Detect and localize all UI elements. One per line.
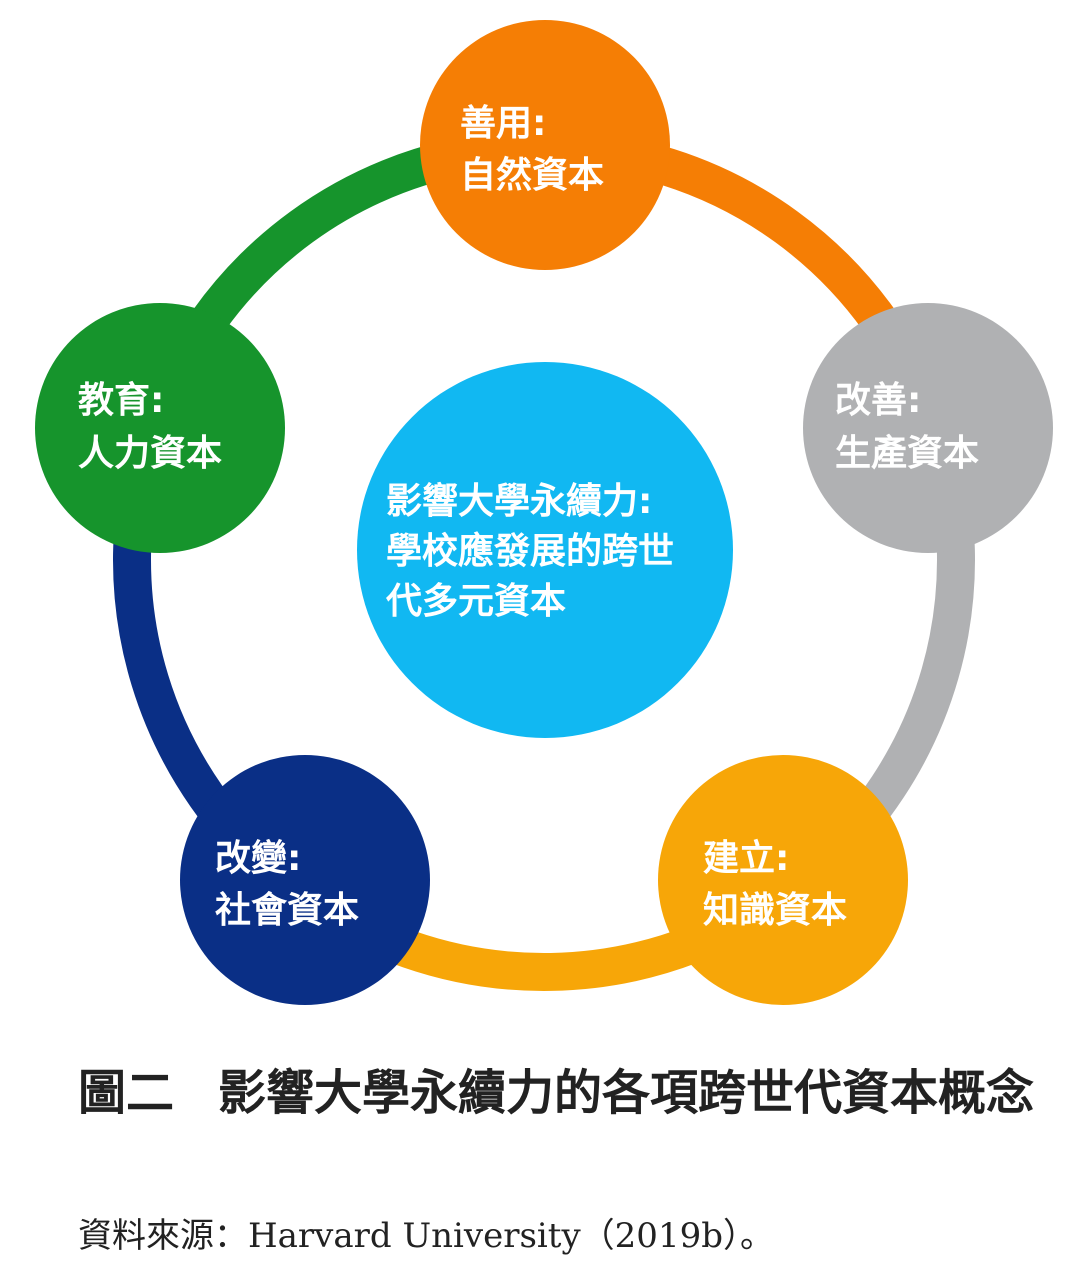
center-circle	[357, 362, 733, 738]
figure-title: 影響大學永續力的各項跨世代資本概念	[218, 1065, 1035, 1121]
node-natural-line-1: 善用:	[460, 103, 546, 144]
node-knowledge-circle	[658, 755, 908, 1005]
node-knowledge-capital: 建立: 知識資本	[658, 755, 908, 1005]
node-production-line-2: 生產資本	[835, 433, 979, 474]
figure-label: 圖二	[78, 1065, 175, 1121]
node-human-circle	[35, 303, 285, 553]
node-production-line-1: 改善:	[835, 380, 921, 421]
capital-cycle-diagram: 影響大學永續力: 學校應發展的跨世 代多元資本 善用: 自然資本 改善: 生產資…	[35, 20, 1053, 1005]
node-social-line-1: 改變:	[215, 838, 301, 879]
node-knowledge-line-1: 建立:	[703, 838, 789, 879]
node-human-line-2: 人力資本	[78, 433, 222, 474]
node-production-circle	[803, 303, 1053, 553]
center-node: 影響大學永續力: 學校應發展的跨世 代多元資本	[357, 362, 733, 738]
node-social-capital: 改變: 社會資本	[180, 755, 430, 1005]
node-human-capital: 教育: 人力資本	[35, 303, 285, 553]
node-natural-line-2: 自然資本	[460, 154, 604, 196]
node-social-circle	[180, 755, 430, 1005]
source-note: 資料來源：Harvard University（2019b）。	[78, 1216, 774, 1256]
node-natural-circle	[420, 20, 670, 270]
center-line-3: 代多元資本	[385, 581, 566, 622]
node-production-capital: 改善: 生產資本	[803, 303, 1053, 553]
node-human-line-1: 教育:	[78, 380, 164, 421]
node-knowledge-line-2: 知識資本	[703, 890, 847, 931]
center-line-2: 學校應發展的跨世	[386, 530, 674, 572]
center-line-1: 影響大學永續力:	[386, 480, 652, 522]
node-natural-capital: 善用: 自然資本	[420, 20, 670, 270]
node-social-line-2: 社會資本	[215, 890, 359, 931]
